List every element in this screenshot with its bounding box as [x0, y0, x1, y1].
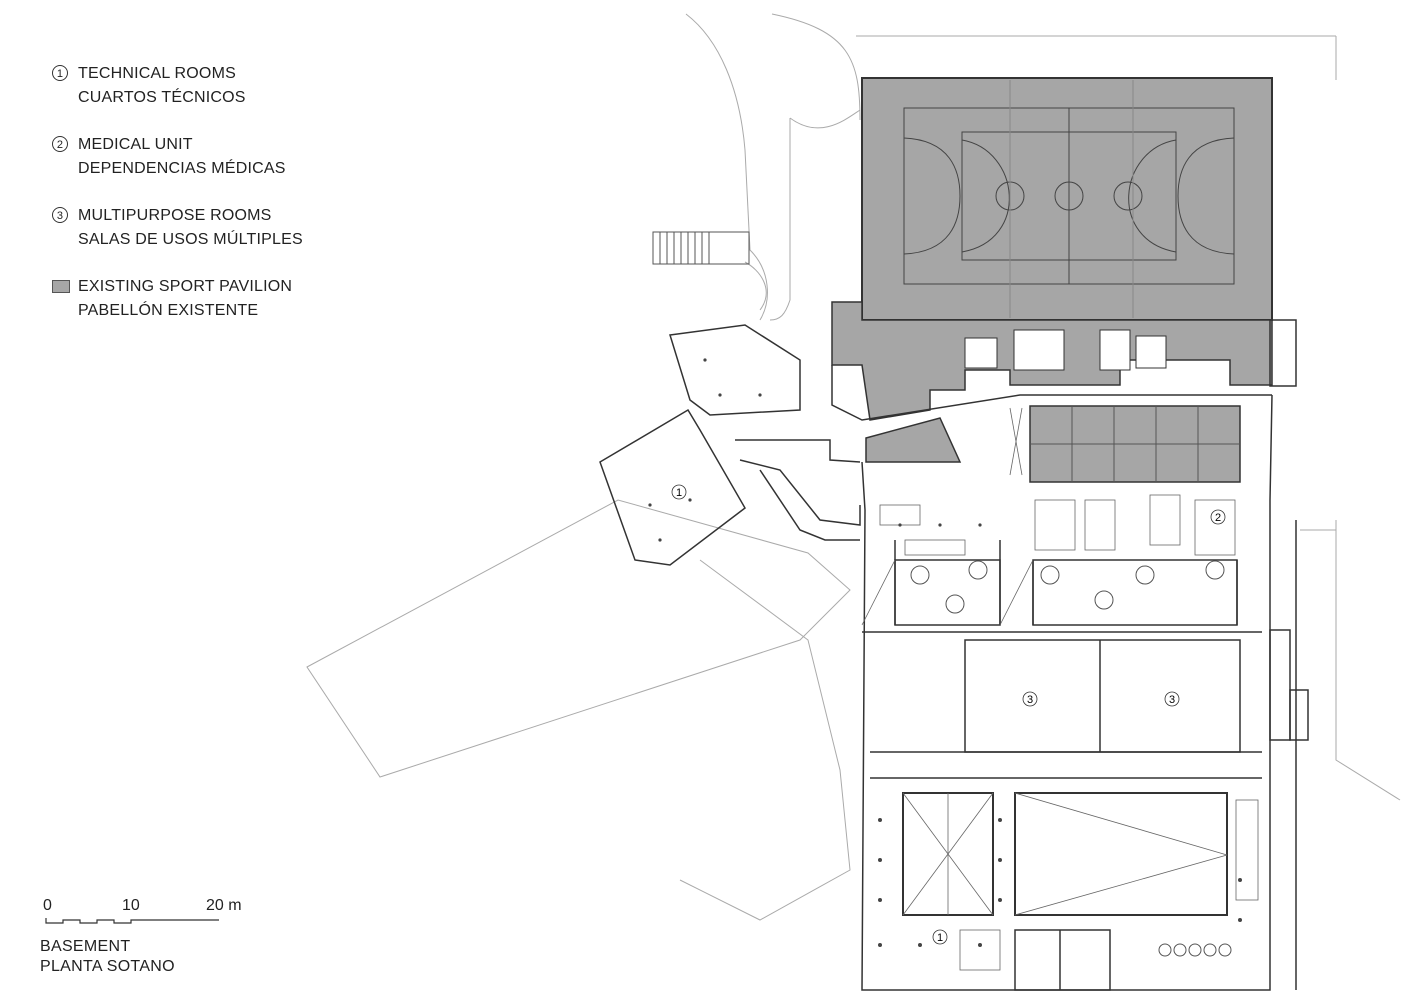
gray-swatch-icon: [52, 280, 70, 293]
legend-label-en: EXISTING SPORT PAVILION: [78, 278, 293, 295]
legend-label-en: TECHNICAL ROOMS: [78, 65, 236, 82]
drawing-caption: BASEMENT PLANTA SOTANO: [40, 937, 175, 977]
scale-tick-0: 0: [43, 897, 52, 914]
svg-text:2: 2: [1215, 512, 1221, 524]
room-label-technical-a: 1: [671, 484, 687, 500]
legend-item-medical-unit: 2 MEDICAL UNIT DEPENDENCIAS MÉDICAS: [52, 133, 352, 181]
legend: 1 TECHNICAL ROOMS CUARTOS TÉCNICOS 2 MED…: [52, 62, 352, 346]
room-label-technical-b: 1: [932, 929, 948, 945]
scale-bar-graphic: [45, 918, 219, 924]
legend-item-existing-pavilion: EXISTING SPORT PAVILION PABELLÓN EXISTEN…: [52, 275, 352, 323]
scale-tick-10: 10: [122, 897, 140, 914]
legend-label-es: SALAS DE USOS MÚLTIPLES: [78, 231, 303, 248]
legend-label-en: MEDICAL UNIT: [78, 136, 193, 153]
caption-spanish: PLANTA SOTANO: [40, 958, 175, 975]
room-label-medical: 2: [1210, 509, 1226, 525]
existing-sport-pavilion: [861, 77, 1273, 321]
existing-service-block: [831, 301, 1273, 483]
site-context-lines: [306, 13, 1401, 921]
circled-number-marker: 1: [52, 65, 68, 81]
scale-tick-20: 20 m: [206, 897, 242, 914]
caption-english: BASEMENT: [40, 938, 131, 955]
room-label-multipurpose-a: 3: [1022, 691, 1038, 707]
planter-trees: [910, 560, 1232, 957]
interior-details: [861, 407, 1259, 971]
circled-number-marker: 2: [52, 136, 68, 152]
structural-columns: [648, 358, 1242, 947]
legend-label-es: CUARTOS TÉCNICOS: [78, 89, 246, 106]
room-label-multipurpose-b: 3: [1164, 691, 1180, 707]
legend-item-technical-rooms: 1 TECHNICAL ROOMS CUARTOS TÉCNICOS: [52, 62, 352, 110]
legend-label-es: PABELLÓN EXISTENTE: [78, 302, 259, 319]
svg-text:1: 1: [937, 932, 943, 944]
svg-text:3: 3: [1169, 694, 1175, 706]
legend-label-en: MULTIPURPOSE ROOMS: [78, 207, 272, 224]
legend-label-es: DEPENDENCIAS MÉDICAS: [78, 160, 286, 177]
scale-bar: 0 10 20 m: [40, 897, 270, 937]
exterior-stair: [652, 231, 750, 265]
room-labels: 1 1 2 3 3: [671, 484, 1226, 945]
circled-number-marker: 3: [52, 207, 68, 223]
svg-text:3: 3: [1027, 694, 1033, 706]
svg-text:1: 1: [676, 487, 682, 499]
legend-item-multipurpose-rooms: 3 MULTIPURPOSE ROOMS SALAS DE USOS MÚLTI…: [52, 204, 352, 252]
